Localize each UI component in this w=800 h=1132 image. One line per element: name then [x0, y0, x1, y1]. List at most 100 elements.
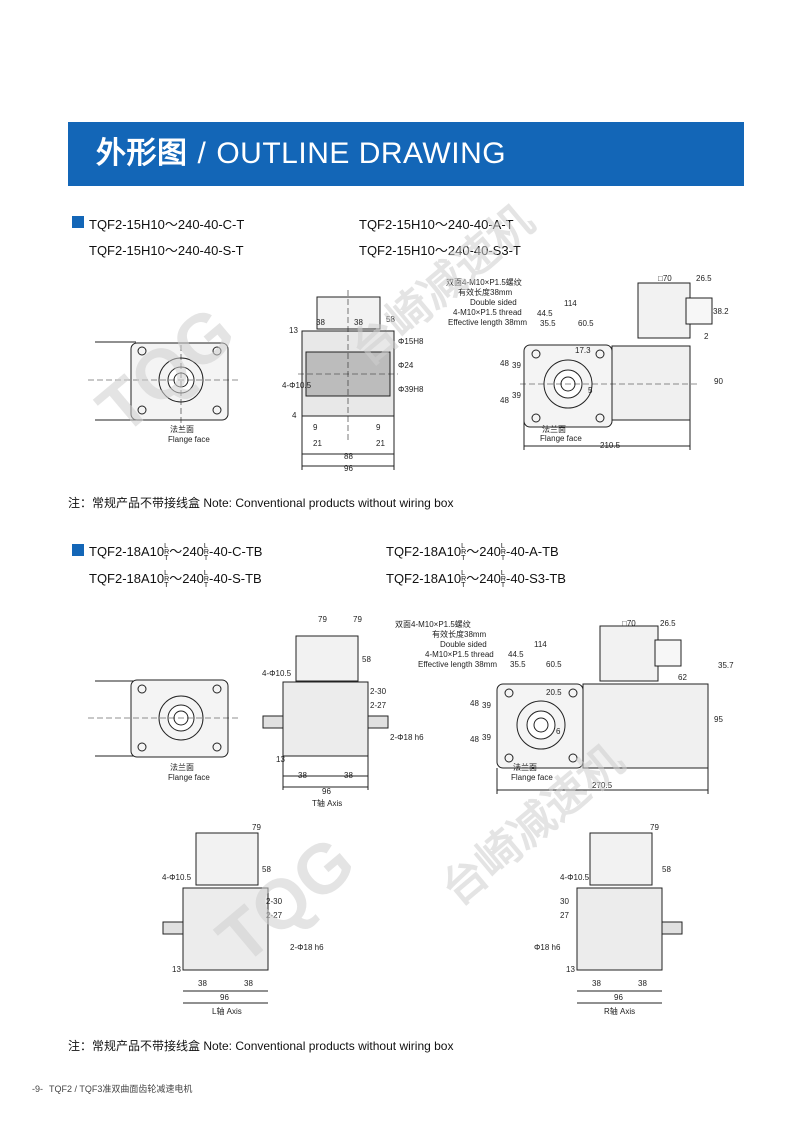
dim-label: □70 [622, 619, 636, 628]
dim-label: 5 [588, 386, 593, 395]
dim-label: 38 [354, 318, 363, 327]
dim-label: 39 [482, 701, 491, 710]
flange-label-cn: 法兰面 [542, 424, 566, 434]
dim-label: 79 [650, 823, 659, 832]
thread-note: 4-M10×P1.5 thread [425, 650, 494, 659]
dim-label: 88 [344, 452, 353, 461]
flange-label-en: Flange face [168, 435, 210, 444]
flange-label-cn: 法兰面 [170, 424, 194, 434]
model-label: TQF2-15H10～240-40-S3-T [359, 243, 521, 258]
dim-label: 58 [386, 315, 395, 324]
header-banner: 外形图 / OUTLINE DRAWING [68, 122, 744, 186]
dim-label: 2 [704, 332, 709, 341]
axis-label-l: L轴 Axis [212, 1006, 242, 1016]
dim-label: 44.5 [508, 650, 524, 659]
flange-label-cn: 法兰面 [170, 762, 194, 772]
dim-label: 35.7 [718, 661, 734, 670]
dim-label: 4-Φ10.5 [262, 669, 292, 678]
dim-label: 2-Φ18 h6 [290, 943, 324, 952]
dim-label: 96 [322, 787, 331, 796]
dim-label: 270.5 [592, 781, 613, 790]
dim-label: 4 [292, 411, 297, 420]
dim-label: Φ24 [398, 361, 414, 370]
dim-label: 4-Φ10.5 [560, 873, 590, 882]
dim-label: 38 [244, 979, 253, 988]
dim-label: 2-30 [266, 897, 283, 906]
flange-label-cn: 法兰面 [513, 762, 537, 772]
dim-label: Φ39H8 [398, 385, 424, 394]
axis-label-r: R轴 Axis [604, 1006, 635, 1016]
thread-note: Double sided [440, 640, 487, 649]
dim-label: 58 [662, 865, 671, 874]
dim-label: 4-Φ10.5 [162, 873, 192, 882]
dim-label: 38 [592, 979, 601, 988]
flange-label-en: Flange face [168, 773, 210, 782]
dim-label: 13 [172, 965, 181, 974]
page-title: 外形图 / OUTLINE DRAWING [96, 136, 506, 172]
page-footer: -9-TQF2 / TQF3准双曲面齿轮减速电机 [32, 1082, 192, 1095]
flange-front-view [88, 341, 240, 430]
flange-label-en: Flange face [511, 773, 553, 782]
wiring-note: 注：常规产品不带接线盒 Note: Conventional products … [68, 496, 454, 510]
dim-label: 38 [638, 979, 647, 988]
r-axis-view [576, 832, 683, 1004]
dim-label: 60.5 [578, 319, 594, 328]
flange-label-en: Flange face [540, 434, 582, 443]
thread-note: Effective length 38mm [418, 660, 497, 669]
dim-label: Φ18 h6 [534, 943, 561, 952]
dim-label: 39 [482, 733, 491, 742]
dim-label: 26.5 [696, 274, 712, 283]
t-axis-view [262, 635, 389, 790]
dim-label: 39 [512, 361, 521, 370]
title-slash: / [197, 137, 207, 170]
title-cn: 外形图 [96, 137, 188, 170]
section1-marker [72, 216, 84, 228]
dim-label: 96 [220, 993, 229, 1002]
dim-label: 38 [344, 771, 353, 780]
dim-label: 38 [198, 979, 207, 988]
motor-side-view-2 [496, 625, 709, 794]
dim-label: 35.5 [540, 319, 556, 328]
dim-label: 48 [470, 735, 479, 744]
dim-label: 96 [614, 993, 623, 1002]
section2-marker [72, 544, 84, 556]
dim-label: 38.2 [713, 307, 729, 316]
dim-label: 114 [534, 640, 547, 649]
dim-label: 60.5 [546, 660, 562, 669]
model-label: TQF2-15H10～240-40-S-T [89, 243, 244, 258]
title-en: OUTLINE DRAWING [216, 137, 507, 170]
dim-label: 210.5 [600, 441, 621, 450]
dim-label: 38 [316, 318, 325, 327]
dim-label: 62 [678, 673, 687, 682]
thread-note: Effective length 38mm [448, 318, 527, 327]
dim-label: 95 [714, 715, 723, 724]
dim-label: 9 [376, 423, 381, 432]
dim-label: 48 [500, 359, 509, 368]
dim-label: □70 [658, 274, 672, 283]
thread-note: Double sided [470, 298, 517, 307]
dim-label: 58 [262, 865, 271, 874]
page-number: -9- [32, 1084, 43, 1094]
dim-label: 48 [500, 396, 509, 405]
dim-label: 35.5 [510, 660, 526, 669]
dim-label: 13 [276, 755, 285, 764]
dim-label: 9 [313, 423, 318, 432]
dim-label: 90 [714, 377, 723, 386]
dim-label: 79 [252, 823, 261, 832]
l-axis-view [162, 832, 269, 1004]
dim-label: 48 [470, 699, 479, 708]
dim-label: 2-Φ18 h6 [390, 733, 424, 742]
thread-note: 4-M10×P1.5 thread [453, 308, 522, 317]
motor-side-view [520, 282, 713, 450]
dim-label: 26.5 [660, 619, 676, 628]
shaft-section-view [298, 290, 398, 470]
model-label: TQF2-15H10～240-40-C-T [89, 217, 245, 232]
dim-label: 44.5 [537, 309, 553, 318]
dim-label: 2-30 [370, 687, 387, 696]
dim-label: 6 [556, 727, 561, 736]
